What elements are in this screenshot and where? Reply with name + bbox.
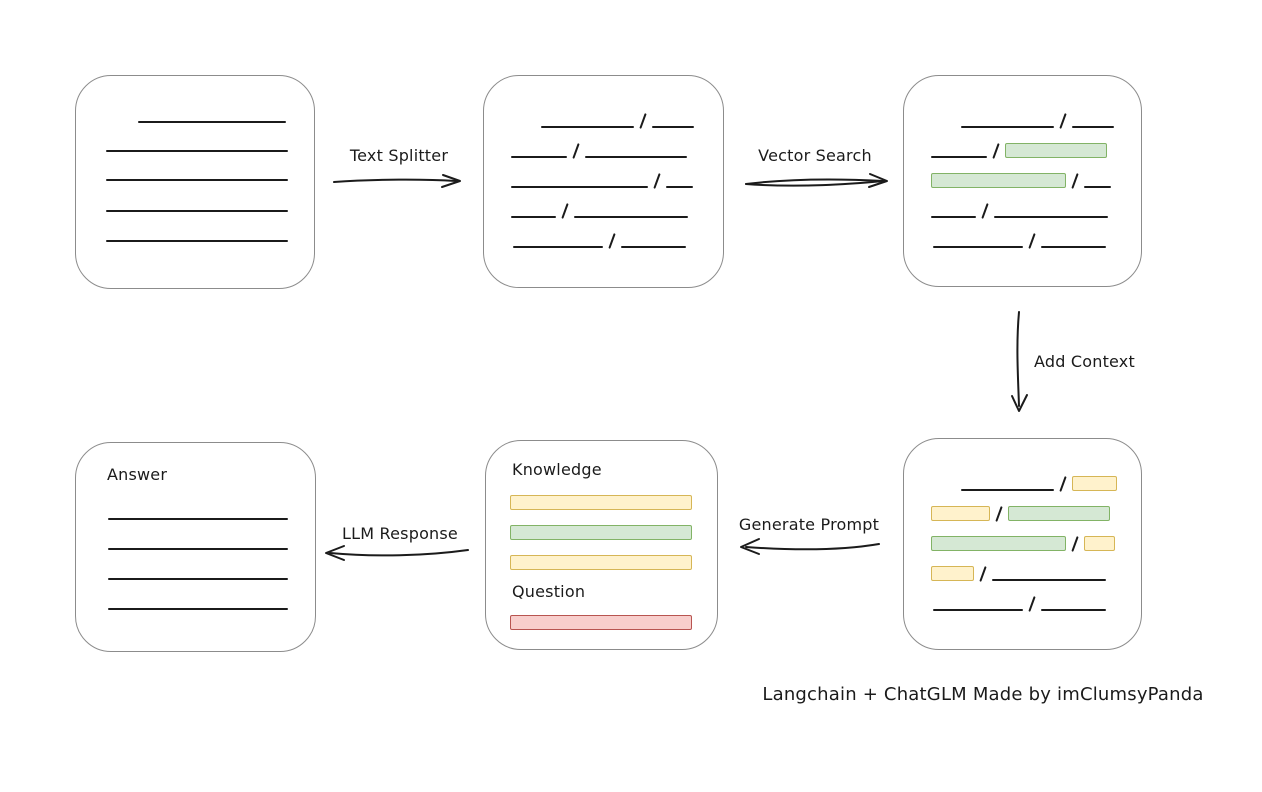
text-splitter-arrow <box>333 174 461 188</box>
answer-box: Answer <box>75 442 316 652</box>
knowledge-bar-green <box>510 525 692 540</box>
generate-prompt-arrow <box>740 538 880 555</box>
vector-search-arrow <box>745 173 888 188</box>
chunk-separator <box>1028 233 1036 249</box>
knowledge-bar-yellow <box>510 495 692 510</box>
attribution-caption: Langchain + ChatGLM Made by imClumsyPand… <box>762 684 1204 705</box>
context-chunk-highlight <box>931 566 974 581</box>
chunk-row <box>931 170 1112 189</box>
chunk-row <box>511 140 688 159</box>
chunk-row <box>931 200 1109 219</box>
chunk-line <box>511 216 556 218</box>
chunk-separator <box>992 143 1000 159</box>
llm-response-arrow <box>325 545 469 561</box>
question-label: Question <box>512 582 586 601</box>
chunk-separator <box>1071 536 1079 552</box>
chunk-line <box>933 609 1023 611</box>
chunk-line <box>652 126 695 128</box>
chunk-line <box>513 246 603 248</box>
answer-line <box>108 608 288 610</box>
chunk-line <box>961 489 1054 491</box>
chunk-row <box>511 200 689 219</box>
chunk-row <box>511 170 694 189</box>
chunk-line <box>1041 246 1107 248</box>
chunk-separator <box>979 566 987 582</box>
chunk-line <box>992 579 1107 581</box>
chunk-separator <box>608 233 616 249</box>
chunk-row <box>931 563 1107 582</box>
knowledge-label: Knowledge <box>512 460 602 479</box>
chunk-line <box>994 216 1109 218</box>
chunk-separator <box>1059 476 1067 492</box>
matched-chunk-highlight <box>931 173 1066 188</box>
context-chunk-highlight <box>1072 476 1118 491</box>
chunk-line <box>585 156 688 158</box>
chunk-row <box>931 503 1111 522</box>
vector-search-label: Vector Search <box>758 146 872 165</box>
chunk-separator <box>1059 113 1067 129</box>
generate-prompt-label: Generate Prompt <box>738 515 880 534</box>
document-line <box>106 240 288 242</box>
chunk-row <box>933 230 1107 249</box>
chunk-line <box>961 126 1054 128</box>
matched-chunk-highlight <box>1005 143 1108 158</box>
text-splitter-label: Text Splitter <box>349 146 449 165</box>
chunk-line <box>1084 186 1112 188</box>
context-chunk-highlight <box>931 506 990 521</box>
answer-line <box>108 518 288 520</box>
chunk-row <box>931 533 1116 552</box>
document-line <box>106 179 288 181</box>
chunk-line <box>621 246 687 248</box>
chunk-line <box>933 246 1023 248</box>
matched-chunks-box <box>903 75 1142 287</box>
chunk-line <box>511 156 567 158</box>
chunk-row <box>961 110 1115 129</box>
add-context-label: Add Context <box>1034 352 1135 371</box>
chunk-row <box>541 110 695 129</box>
chunk-row <box>933 593 1107 612</box>
chunk-line <box>931 216 976 218</box>
chunk-line <box>511 186 648 188</box>
chunk-separator <box>1071 173 1079 189</box>
llm-response-label: LLM Response <box>342 524 458 543</box>
prompt-box: Knowledge Question <box>485 440 718 650</box>
chunk-row <box>513 230 687 249</box>
question-bar-red <box>510 615 692 630</box>
chunk-separator <box>995 506 1003 522</box>
answer-label: Answer <box>107 465 168 484</box>
knowledge-bar-yellow <box>510 555 692 570</box>
context-chunk-highlight <box>1084 536 1116 551</box>
chunk-line <box>1072 126 1115 128</box>
chunk-separator <box>572 143 580 159</box>
split-chunks-box <box>483 75 724 288</box>
answer-line <box>108 578 288 580</box>
matched-chunk-highlight <box>1008 506 1111 521</box>
chunk-row <box>931 140 1108 159</box>
context-chunks-box <box>903 438 1142 650</box>
chunk-separator <box>639 113 647 129</box>
chunk-line <box>666 186 694 188</box>
chunk-row <box>961 473 1118 492</box>
chunk-separator <box>561 203 569 219</box>
chunk-separator <box>1028 596 1036 612</box>
answer-line <box>108 548 288 550</box>
document-line <box>138 121 286 123</box>
chunk-line <box>574 216 689 218</box>
chunk-separator <box>653 173 661 189</box>
document-line <box>106 210 288 212</box>
matched-chunk-highlight <box>931 536 1066 551</box>
chunk-line <box>541 126 634 128</box>
source-document-box <box>75 75 315 289</box>
chunk-line <box>931 156 987 158</box>
add-context-arrow <box>1011 311 1028 412</box>
chunk-line <box>1041 609 1107 611</box>
document-line <box>106 150 288 152</box>
chunk-separator <box>981 203 989 219</box>
